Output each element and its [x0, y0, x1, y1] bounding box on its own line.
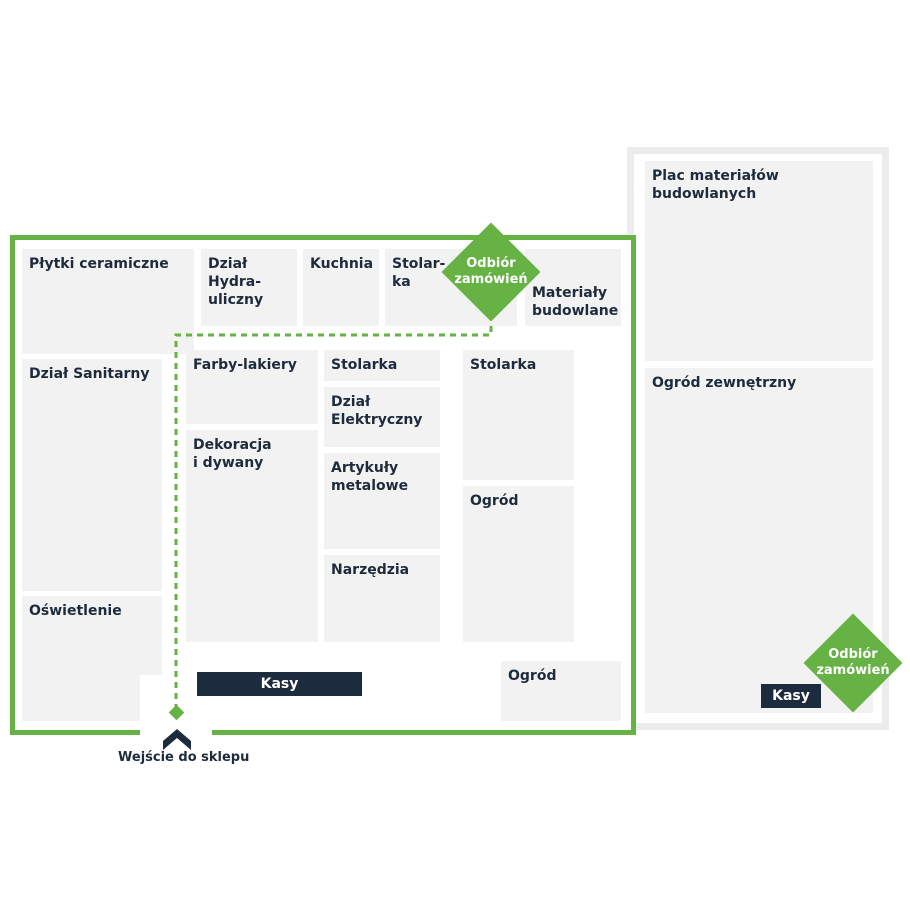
- zone-materialy-budowlane[interactable]: Materiały budowlane: [525, 249, 621, 326]
- kasy-main[interactable]: Kasy: [197, 672, 362, 696]
- entrance-label: Wejście do sklepu: [118, 750, 250, 765]
- zone-dzial-hydrauliczny[interactable]: Dział Hydra- uliczny: [201, 249, 297, 326]
- zone-farby-lakiery[interactable]: Farby-lakiery: [186, 350, 318, 424]
- zone-stolarka-right[interactable]: Stolarka: [463, 350, 574, 480]
- kasy-outdoor[interactable]: Kasy: [761, 684, 821, 708]
- zone-artykuly-metalowe[interactable]: Artykuły metalowe: [324, 453, 440, 549]
- pickup-outdoor-label: Odbiór zamówień: [816, 647, 890, 678]
- zone-narzedzia[interactable]: Narzędzia: [324, 555, 440, 642]
- zone-stolarka-mid[interactable]: Stolarka: [324, 350, 440, 381]
- zone-kuchnia[interactable]: Kuchnia: [303, 249, 379, 326]
- zone-ogrod-bottom[interactable]: Ogród: [501, 661, 621, 721]
- zone-dzial-sanitarny[interactable]: Dział Sanitarny: [22, 359, 162, 591]
- pickup-outdoor[interactable]: Odbiór zamówień: [803, 613, 903, 713]
- pickup-main-label: Odbiór zamówień: [454, 256, 528, 287]
- zone-oswietlenie[interactable]: Oświetlenie: [22, 596, 162, 721]
- entrance-arrow-icon: [163, 729, 191, 750]
- zone-ogrod-right[interactable]: Ogród: [463, 486, 574, 642]
- zone-plac-materialow[interactable]: Plac materiałów budowlanych: [645, 161, 873, 361]
- zone-dekoracja-i-dywany[interactable]: Dekoracja i dywany: [186, 430, 318, 642]
- pickup-main[interactable]: Odbiór zamówień: [441, 222, 541, 322]
- zone-dzial-elektryczny[interactable]: Dział Elektryczny: [324, 387, 440, 447]
- zone-plytki-ceramiczne[interactable]: Płytki ceramiczne: [22, 249, 194, 354]
